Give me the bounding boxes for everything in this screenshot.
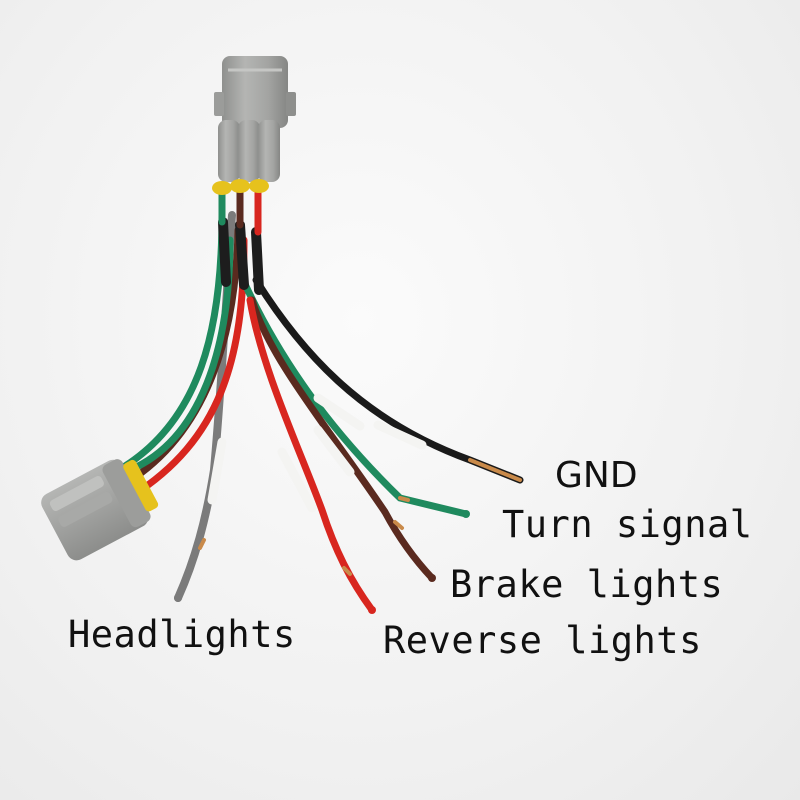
marker-sleeve (373, 420, 427, 450)
headlights-label: Headlights (68, 613, 296, 656)
marker-sleeves (207, 393, 427, 513)
marker-sleeve (207, 437, 227, 505)
copper-tip (198, 538, 206, 550)
copper-tip (468, 458, 522, 482)
copper-tip (393, 520, 404, 530)
seal (249, 179, 269, 193)
gnd-label: GND (555, 455, 638, 496)
brake-lights-label: Brake lights (450, 563, 724, 606)
turn-signal-label: Turn signal (502, 503, 753, 546)
heat-shrink-sleeve (251, 227, 264, 295)
wire-bundle (118, 186, 524, 614)
heat-shrink-sleeve (218, 217, 231, 287)
marker-sleeve (277, 447, 317, 513)
top-connector (212, 56, 296, 195)
left-connector (41, 459, 159, 561)
marker-sleeve (313, 425, 355, 477)
heat-shrink-sleeve (235, 220, 249, 290)
red-wire-reverse (246, 296, 376, 614)
seal (230, 179, 250, 193)
black-wire (252, 276, 524, 484)
green-wire-left-a (118, 211, 226, 472)
wire-ends (174, 510, 470, 614)
copper-tip (398, 496, 410, 502)
brown-wire-brake (248, 296, 436, 582)
copper-tip (342, 566, 352, 576)
copper-tips (198, 458, 522, 576)
seal (212, 181, 232, 195)
marker-sleeve (313, 393, 365, 431)
reverse-lights-label: Reverse lights (383, 619, 702, 662)
